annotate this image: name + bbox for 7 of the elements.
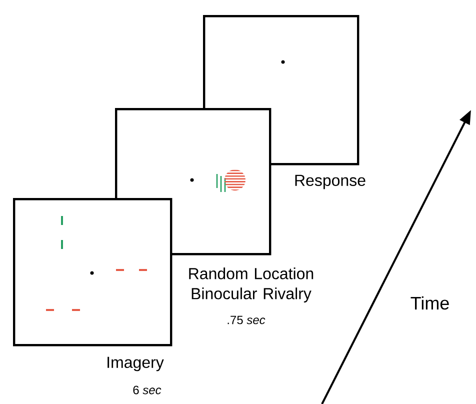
axis-label: Time: [410, 296, 449, 310]
duration-label: 6 sec: [133, 386, 162, 394]
stimulus-frame: [13, 198, 172, 346]
duration-label: .75 sec: [228, 316, 266, 324]
stage-label: Random Location Binocular Rivalry: [189, 268, 314, 302]
stage-label: Response: [295, 174, 366, 190]
stage-label: Imagery: [108, 356, 164, 372]
